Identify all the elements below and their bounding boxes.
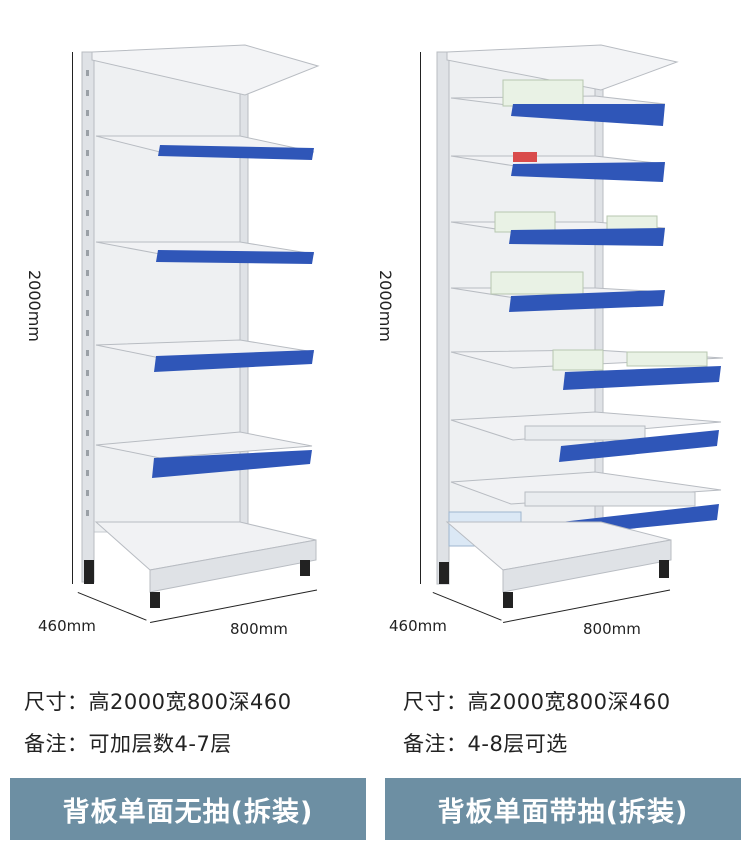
drawer-shelf-2 <box>450 152 666 182</box>
spec-note: 备注：可加层数4-7层 <box>24 732 232 756</box>
height-label: 2000mm <box>25 270 44 342</box>
drawer-shelf-3 <box>450 211 666 246</box>
product-title-banner-with-drawer: 背板单面带抽(拆装) <box>385 778 741 840</box>
product-title-banner-no-drawer: 背板单面无抽(拆装) <box>10 778 366 840</box>
spec-size: 尺寸：高2000宽800深460 <box>24 690 292 714</box>
shelf-1 <box>95 135 315 160</box>
product-panel-no-drawer: 2000mm 460mm 800mm 尺寸：高2000宽800深460 备注：可… <box>24 44 320 756</box>
width-label: 800mm <box>583 620 641 638</box>
drawer-shelf-6 <box>450 411 722 462</box>
height-dimension-line <box>72 52 73 584</box>
width-label: 800mm <box>230 620 288 638</box>
shelf-2 <box>95 241 315 264</box>
product-panel-with-drawer: 2000mm 460mm 800mm 尺寸：高2000宽800深460 备注：4… <box>375 0 750 852</box>
shelf-4 <box>95 431 313 478</box>
spec-note: 备注：4-8层可选 <box>403 732 568 756</box>
shelf-illustration-with-drawer <box>436 44 724 608</box>
spec-size: 尺寸：高2000宽800深460 <box>403 690 671 714</box>
shelf-3 <box>95 339 315 372</box>
drawer-shelf-4 <box>450 271 666 312</box>
drawer-shelf-1 <box>450 79 666 126</box>
depth-label: 460mm <box>38 617 96 635</box>
shelf-illustration-no-drawer <box>81 44 320 608</box>
height-dimension-line <box>420 52 421 584</box>
height-label: 2000mm <box>376 270 395 342</box>
drawer-shelf-5 <box>450 349 724 390</box>
depth-label: 460mm <box>389 617 447 635</box>
